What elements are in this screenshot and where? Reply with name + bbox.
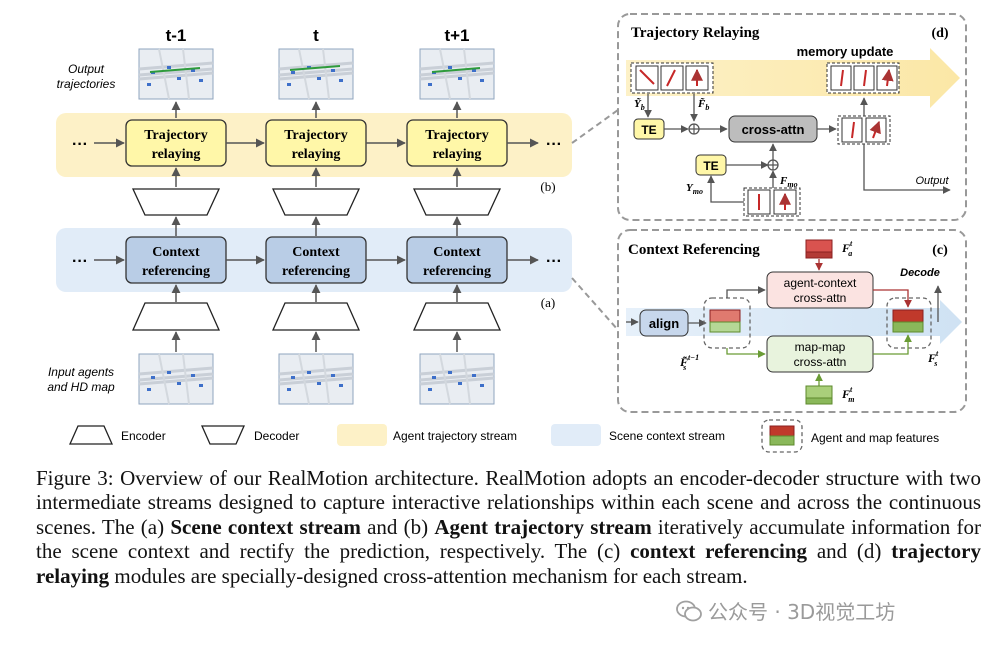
svg-text:cross-attn: cross-attn bbox=[794, 355, 847, 369]
svg-text:Fta: Fta bbox=[841, 239, 853, 258]
svg-text:Output: Output bbox=[915, 175, 949, 187]
watermark-text: 公众号 · 3D视觉工坊 bbox=[708, 600, 896, 624]
decoder-shape-t-plus-1 bbox=[412, 188, 502, 216]
svg-text:Ftm: Ftm bbox=[841, 385, 854, 404]
svg-text:referencing: referencing bbox=[423, 264, 491, 279]
time-label-t-plus-1: t+1 bbox=[444, 26, 469, 45]
legend-agent-stream-swatch bbox=[337, 424, 387, 446]
context-referencing-box-t-minus-1: Context referencing bbox=[125, 236, 227, 284]
input-agents-label: Input agents bbox=[48, 365, 114, 379]
input-map-thumbnail-t-plus-1 bbox=[418, 352, 496, 406]
legend-scene-stream-label: Scene context stream bbox=[609, 429, 725, 443]
context-referencing-box-t: Context referencing bbox=[265, 236, 367, 284]
legend: Encoder Decoder Agent trajectory stream … bbox=[68, 419, 939, 453]
input-map-thumbnail-t bbox=[277, 352, 355, 406]
trajectory-relaying-panel: Trajectory Relaying (d) memory update Ỹb… bbox=[617, 13, 967, 221]
svg-text:cross-attn: cross-attn bbox=[742, 122, 805, 137]
svg-text:Context: Context bbox=[292, 245, 340, 260]
svg-text:relaying: relaying bbox=[433, 147, 482, 162]
context-ellipsis-left: ··· bbox=[72, 253, 88, 270]
legend-features-label: Agent and map features bbox=[811, 431, 939, 445]
architecture-diagram: t-1 t t+1 Output trajectories Trajectory… bbox=[47, 13, 967, 453]
figure-caption: Figure 3: Overview of our RealMotion arc… bbox=[36, 466, 981, 588]
svg-text:relaying: relaying bbox=[292, 147, 341, 162]
relay-ellipsis-right: ··· bbox=[546, 136, 562, 153]
encoder-shape-t bbox=[271, 302, 361, 331]
svg-text:agent-context: agent-context bbox=[784, 276, 857, 290]
stream-b-label: (b) bbox=[540, 179, 555, 194]
svg-text:Fts: Fts bbox=[927, 349, 939, 368]
legend-decoder-label: Decoder bbox=[254, 429, 299, 443]
encoder-shape-t-minus-1 bbox=[131, 302, 221, 331]
time-label-t: t bbox=[313, 26, 319, 45]
input-map-thumbnail-t-minus-1 bbox=[137, 352, 215, 406]
svg-text:F̃t−1s: F̃t−1s bbox=[679, 353, 699, 372]
legend-agent-stream-label: Agent trajectory stream bbox=[393, 429, 517, 443]
output-map-thumbnail-t-plus-1 bbox=[418, 47, 496, 101]
svg-text:Trajectory Relaying: Trajectory Relaying bbox=[631, 25, 760, 41]
svg-text:relaying: relaying bbox=[152, 147, 201, 162]
svg-text:(d): (d) bbox=[931, 26, 948, 41]
trajectory-relaying-box-t-plus-1: Trajectory relaying bbox=[406, 119, 508, 167]
output-trajectories-label: Output bbox=[68, 62, 105, 76]
svg-text:Trajectory: Trajectory bbox=[144, 128, 207, 143]
encoder-shape-t-plus-1 bbox=[412, 302, 502, 331]
decoder-shape-t bbox=[271, 188, 361, 216]
svg-text:Context: Context bbox=[152, 245, 200, 260]
output-map-thumbnail-t-minus-1 bbox=[137, 47, 215, 101]
time-label-t-minus-1: t-1 bbox=[166, 26, 187, 45]
svg-text:(c): (c) bbox=[932, 243, 948, 258]
svg-text:Context Referencing: Context Referencing bbox=[628, 242, 760, 258]
svg-text:referencing: referencing bbox=[142, 264, 210, 279]
svg-text:map-map: map-map bbox=[795, 340, 846, 354]
svg-text:Context: Context bbox=[433, 245, 481, 260]
legend-decoder-icon bbox=[200, 425, 246, 445]
svg-text:TE: TE bbox=[641, 123, 656, 137]
context-referencing-box-t-plus-1: Context referencing bbox=[406, 236, 508, 284]
legend-scene-stream-swatch bbox=[551, 424, 601, 446]
output-trajectories-label-2: trajectories bbox=[57, 77, 116, 91]
svg-text:Decode: Decode bbox=[900, 267, 940, 279]
svg-text:Trajectory: Trajectory bbox=[284, 128, 347, 143]
svg-text:TE: TE bbox=[703, 159, 718, 173]
trajectory-relaying-box-t-minus-1: Trajectory relaying bbox=[125, 119, 227, 167]
svg-text:Trajectory: Trajectory bbox=[425, 128, 488, 143]
legend-encoder-label: Encoder bbox=[121, 429, 166, 443]
watermark: 公众号 · 3D视觉工坊 bbox=[676, 596, 895, 625]
output-map-thumbnail-t bbox=[277, 47, 355, 101]
svg-text:align: align bbox=[649, 316, 679, 331]
svg-text:F̃b: F̃b bbox=[697, 97, 709, 112]
svg-text:referencing: referencing bbox=[282, 264, 350, 279]
svg-text:Ỹb: Ỹb bbox=[634, 98, 645, 112]
wechat-icon bbox=[676, 600, 702, 621]
legend-encoder-icon bbox=[68, 425, 114, 445]
svg-text:cross-attn: cross-attn bbox=[794, 291, 847, 305]
svg-text:memory update: memory update bbox=[797, 44, 894, 59]
input-agents-label-2: and HD map bbox=[47, 380, 115, 394]
svg-text:Ymo: Ymo bbox=[686, 182, 703, 196]
context-ellipsis-right: ··· bbox=[546, 253, 562, 270]
relay-ellipsis-left: ··· bbox=[72, 136, 88, 153]
trajectory-relaying-box-t: Trajectory relaying bbox=[265, 119, 367, 167]
decoder-shape-t-minus-1 bbox=[131, 188, 221, 216]
stream-a-label: (a) bbox=[541, 295, 555, 310]
